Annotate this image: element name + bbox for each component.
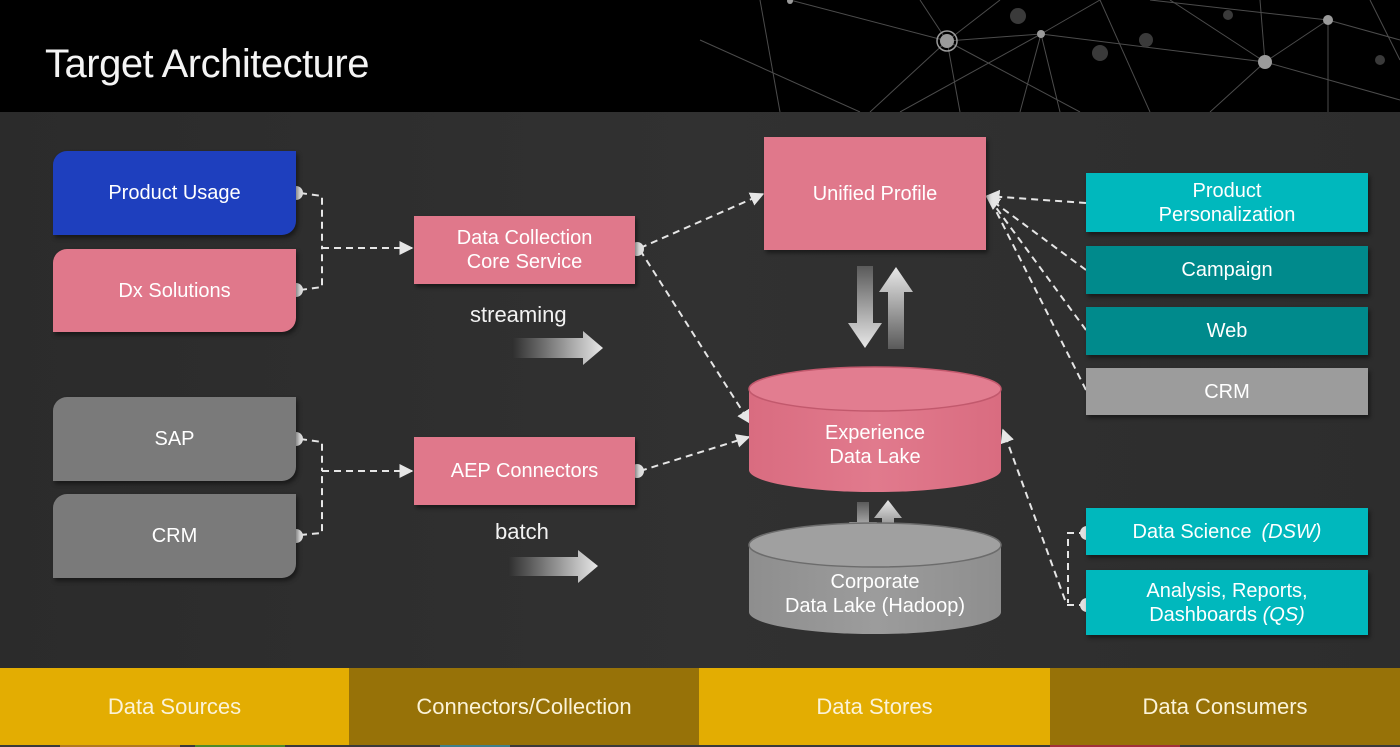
wire-web-to-profile xyxy=(988,197,1087,331)
wire-dx-solutions xyxy=(299,248,323,291)
corporate-data-lake-label[interactable]: Corporate Data Lake (Hadoop) xyxy=(749,570,1001,618)
source-crm[interactable]: CRM xyxy=(53,494,296,578)
band-data-stores: Data Stores xyxy=(699,668,1050,745)
band-data-consumers: Data Consumers xyxy=(1050,668,1400,745)
consumer-label-line2: Personalization xyxy=(1158,203,1296,226)
wire-sap xyxy=(299,438,323,471)
store-label-line1: Experience xyxy=(824,422,926,444)
wire-product-usage xyxy=(299,192,323,248)
source-dx-solutions[interactable]: Dx Solutions xyxy=(53,249,296,332)
consumer-web[interactable]: Web xyxy=(1086,307,1368,355)
decorative-stripe xyxy=(940,745,1020,747)
wire-aep-to-lake xyxy=(639,434,751,472)
footer-categories: Data Sources Connectors/Collection Data … xyxy=(0,668,1400,747)
source-product-usage[interactable]: Product Usage xyxy=(53,151,296,235)
consumer-crm[interactable]: CRM xyxy=(1086,368,1368,415)
consumer-analysis-reports[interactable]: Analysis, Reports, Dashboards (QS) xyxy=(1086,570,1368,635)
page-title: Target Architecture xyxy=(45,42,370,86)
consumer-label: Dashboards xyxy=(1149,603,1258,626)
consumer-label: Web xyxy=(1206,320,1248,342)
streaming-label: streaming xyxy=(470,302,567,327)
consumer-tag: (QS) xyxy=(1262,603,1305,626)
consumer-campaign[interactable]: Campaign xyxy=(1086,246,1368,294)
consumer-label-line1: Analysis, Reports, xyxy=(1146,579,1308,602)
decorative-stripe xyxy=(195,745,285,747)
decorative-stripe xyxy=(60,745,180,747)
experience-data-lake-cylinder xyxy=(748,366,1002,492)
wire-dsw xyxy=(1067,532,1086,603)
consumer-label: Campaign xyxy=(1181,259,1273,281)
store-label-line2: Data Lake (Hadoop) xyxy=(784,595,966,617)
consumer-label-line1: Product xyxy=(1192,179,1262,202)
consumer-label: Data Science xyxy=(1132,520,1252,543)
wire-dc-to-lake xyxy=(639,249,751,425)
streaming-arrow-icon xyxy=(512,331,603,365)
consumer-label: CRM xyxy=(1204,380,1250,403)
connector-aep[interactable]: AEP Connectors xyxy=(414,437,635,505)
store-unified-profile[interactable]: Unified Profile xyxy=(764,137,986,250)
connector-data-collection[interactable]: Data Collection Core Service xyxy=(414,216,635,284)
up-arrow-icon xyxy=(879,267,913,349)
connector-lines xyxy=(289,186,1094,634)
store-label-line1: Corporate xyxy=(830,571,920,593)
band-data-sources: Data Sources xyxy=(0,668,349,745)
consumer-data-science[interactable]: Data Science (DSW) xyxy=(1086,508,1368,555)
up-arrow-small-icon xyxy=(874,500,902,542)
decorative-stripe xyxy=(440,745,510,747)
header: Target Architecture xyxy=(0,0,1400,112)
store-label-line2: Data Lake xyxy=(829,446,921,468)
band-label: Data Consumers xyxy=(1142,693,1308,719)
source-sap[interactable]: SAP xyxy=(53,397,296,481)
diagram-canvas: Product Usage Dx Solutions SAP CRM Data … xyxy=(0,112,1400,668)
down-arrow-icon xyxy=(848,266,882,348)
source-label: Dx Solutions xyxy=(118,279,231,302)
connector-label-line1: Data Collection xyxy=(456,227,593,249)
wire-consumers-to-lake xyxy=(1000,428,1066,601)
batch-arrow-icon xyxy=(508,550,598,583)
band-connectors-collection: Connectors/Collection xyxy=(349,668,699,745)
consumer-tag: (DSW) xyxy=(1261,520,1322,543)
wire-pp-to-profile xyxy=(985,189,1087,204)
band-label: Connectors/Collection xyxy=(416,693,632,719)
corporate-data-lake-cylinder xyxy=(748,522,1002,634)
wire-crm-source xyxy=(299,471,323,536)
source-label: Product Usage xyxy=(108,182,241,204)
band-label: Data Stores xyxy=(816,693,933,719)
network-graphic xyxy=(699,0,1400,112)
decorative-stripe xyxy=(1050,745,1180,747)
source-label: CRM xyxy=(151,525,198,547)
wire-crm-to-profile xyxy=(989,198,1087,391)
store-label: Unified Profile xyxy=(812,182,938,205)
wire-dc-to-profile xyxy=(639,192,765,249)
wire-campaign-to-profile xyxy=(985,196,1087,271)
consumer-label-line2: Dashboards (QS) xyxy=(1149,603,1305,627)
batch-label: batch xyxy=(495,519,549,544)
experience-data-lake-label[interactable]: Experience Data Lake xyxy=(749,421,1001,469)
source-label: SAP xyxy=(154,428,195,450)
consumer-product-personalization[interactable]: Product Personalization xyxy=(1086,173,1368,232)
band-label: Data Sources xyxy=(107,693,242,719)
connector-label-line2: Core Service xyxy=(466,251,583,273)
connector-label: AEP Connectors xyxy=(450,460,599,482)
